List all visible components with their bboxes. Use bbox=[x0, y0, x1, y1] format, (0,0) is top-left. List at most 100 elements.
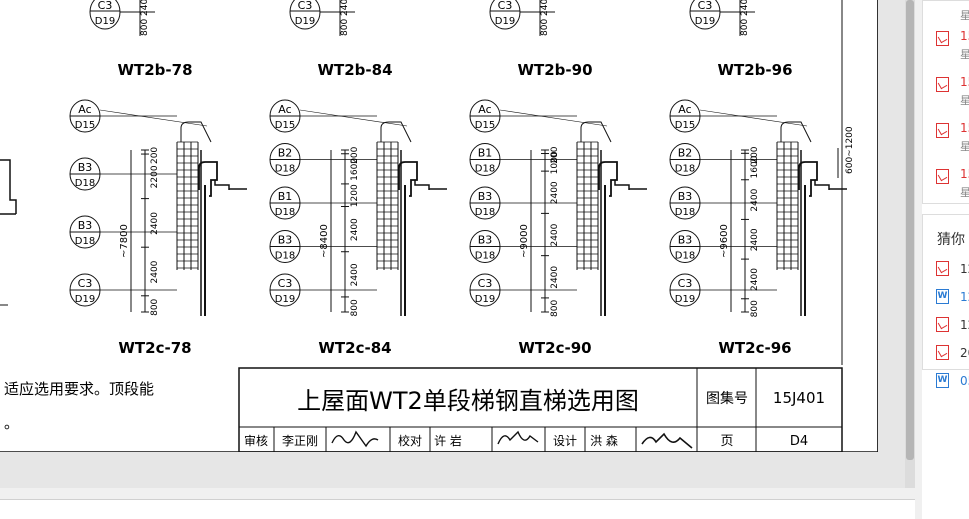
handrail bbox=[380, 121, 412, 143]
guess-title: 猜你 bbox=[937, 232, 965, 248]
badge-code: C3 bbox=[478, 277, 493, 290]
badge-code: C3 bbox=[278, 277, 293, 290]
guess-doc-title[interactable]: 05 bbox=[960, 374, 969, 388]
badge-sub: D18 bbox=[475, 207, 495, 218]
ladder-label: WT2b-90 bbox=[517, 61, 592, 79]
badge-code: B3 bbox=[478, 190, 493, 203]
segment-dimension-text: 800 bbox=[150, 298, 160, 315]
badge-sub: D18 bbox=[275, 251, 295, 262]
guess-doc-item[interactable]: W 12 bbox=[923, 289, 969, 311]
designer-signature bbox=[641, 432, 693, 449]
badge-code: B3 bbox=[478, 234, 493, 247]
leader-line bbox=[99, 109, 208, 127]
sign-cell: 设计 bbox=[553, 434, 577, 448]
segment-dimension-text: 200 bbox=[550, 146, 560, 163]
guess-doc-title[interactable]: 12 bbox=[960, 262, 969, 276]
overall-dimension-text: ~9600 bbox=[719, 224, 730, 258]
badge-sub: D18 bbox=[75, 178, 95, 189]
related-doc-title[interactable]: 15 bbox=[960, 29, 969, 43]
badge-code: Ac bbox=[478, 103, 491, 116]
pdf-file-icon bbox=[936, 261, 949, 276]
ladder-label: WT2b-84 bbox=[317, 61, 392, 79]
related-doc-item[interactable]: 15 星 bbox=[923, 121, 969, 161]
checker-signature bbox=[497, 430, 539, 445]
related-docs-card: 星 15星15星15星15星 bbox=[922, 0, 969, 204]
badge-sub: D18 bbox=[475, 164, 495, 175]
related-doc-item[interactable]: 15星 bbox=[923, 75, 969, 115]
badge-code: B3 bbox=[678, 190, 693, 203]
ladder-label: WT2c-96 bbox=[718, 339, 791, 357]
ladder-label: WT2b-96 bbox=[717, 61, 792, 79]
badge-code: B3 bbox=[78, 161, 93, 174]
badge-sub: D19 bbox=[75, 294, 95, 305]
ladder-label: WT2c-78 bbox=[118, 339, 191, 357]
badge-sub: D18 bbox=[675, 164, 695, 175]
lower-panel bbox=[0, 499, 915, 519]
segment-dimension-text: 2400 bbox=[150, 260, 160, 283]
segment-dimension-text: 2200 bbox=[150, 165, 160, 188]
guess-doc-item[interactable]: 12 bbox=[923, 261, 969, 283]
badge-sub: D18 bbox=[275, 164, 295, 175]
guess-doc-title[interactable]: 20 bbox=[960, 346, 969, 360]
atlas-label: 图集号 bbox=[706, 390, 748, 407]
guess-doc-item[interactable]: 12 bbox=[923, 317, 969, 339]
pdf-file-icon bbox=[936, 31, 949, 46]
related-doc-item[interactable]: 15星 bbox=[923, 167, 969, 207]
ladder-label: WT2c-90 bbox=[518, 339, 591, 357]
badge-sub: D19 bbox=[275, 294, 295, 305]
guess-you-like-card: 猜你 12W121220W05 bbox=[922, 214, 969, 388]
badge-sub: D19 bbox=[475, 294, 495, 305]
segment-dimension-text: 2400 bbox=[550, 181, 560, 204]
guess-doc-item[interactable]: 20 bbox=[923, 345, 969, 367]
segment-dimension-text: 2400 bbox=[750, 268, 760, 291]
segment-dimension-text: 800 bbox=[550, 300, 560, 317]
atlas-number: 15J401 bbox=[773, 389, 825, 407]
badge-sub: D19 bbox=[295, 16, 315, 27]
segment-dimension-text: 1000 bbox=[550, 151, 560, 174]
segment-dimension-text: 2400 bbox=[350, 218, 360, 241]
segment-dimension-text: 200 bbox=[750, 146, 760, 163]
related-doc-meta: 星 bbox=[960, 140, 969, 153]
drawing-title: 上屋面WT2单段梯钢直梯选用图 bbox=[297, 387, 639, 415]
badge-sub: D19 bbox=[695, 16, 715, 27]
badge-sub: D18 bbox=[275, 207, 295, 218]
badge-code: C3 bbox=[498, 0, 513, 12]
badge-sub: D18 bbox=[675, 207, 695, 218]
badge-code: Ac bbox=[78, 103, 91, 116]
badge-sub: D19 bbox=[675, 294, 695, 305]
segment-dimension-text: 1600 bbox=[750, 155, 760, 178]
badge-code: Ac bbox=[278, 103, 291, 116]
drawing-canvas: 面直上车斜中式螺梯板钢旋C3D19800 240WT2b-78C3D19800 … bbox=[0, 0, 906, 453]
right-sidebar: 星 15星15星15星15星 猜你 12W121220W05 bbox=[922, 0, 969, 519]
related-doc-title[interactable]: 15 bbox=[960, 167, 969, 181]
guess-doc-item[interactable]: W05 bbox=[923, 373, 969, 395]
segment-dimension-text: 1200 bbox=[350, 184, 360, 207]
badge-sub: D15 bbox=[75, 120, 95, 131]
scrollbar-thumb[interactable] bbox=[906, 0, 914, 460]
sign-cell: 校对 bbox=[398, 433, 422, 448]
segment-dimension-text: 2400 bbox=[750, 188, 760, 211]
segment-dimension-text: 2400 bbox=[150, 212, 160, 235]
badge-code: B2 bbox=[278, 147, 293, 160]
pdf-file-icon bbox=[936, 317, 949, 332]
ladder-label: WT2c-84 bbox=[318, 339, 391, 357]
related-doc-item[interactable]: 15星 bbox=[923, 29, 969, 69]
roof-edge bbox=[614, 180, 630, 190]
word-file-icon: W bbox=[936, 289, 949, 304]
badge-sub: D18 bbox=[675, 251, 695, 262]
segment-dimension-text: 2400 bbox=[350, 263, 360, 286]
overall-dimension-text: ~9000 bbox=[519, 224, 530, 258]
dimension-text: 800 240 bbox=[340, 0, 350, 36]
vertical-scrollbar[interactable] bbox=[905, 0, 915, 488]
related-doc-title[interactable]: 15 bbox=[960, 75, 969, 89]
pdf-file-icon bbox=[936, 345, 949, 360]
related-doc-title[interactable]: 15 bbox=[960, 121, 969, 135]
sign-cell: 洪 森 bbox=[590, 433, 618, 448]
guess-doc-title[interactable]: 12 bbox=[960, 318, 969, 332]
dimension-text: 800 240 bbox=[740, 0, 750, 36]
pdf-file-icon bbox=[936, 123, 949, 138]
guess-doc-title[interactable]: 12 bbox=[960, 290, 969, 304]
badge-sub: D15 bbox=[275, 120, 295, 131]
handrail bbox=[580, 121, 612, 143]
badge-code: B3 bbox=[278, 234, 293, 247]
